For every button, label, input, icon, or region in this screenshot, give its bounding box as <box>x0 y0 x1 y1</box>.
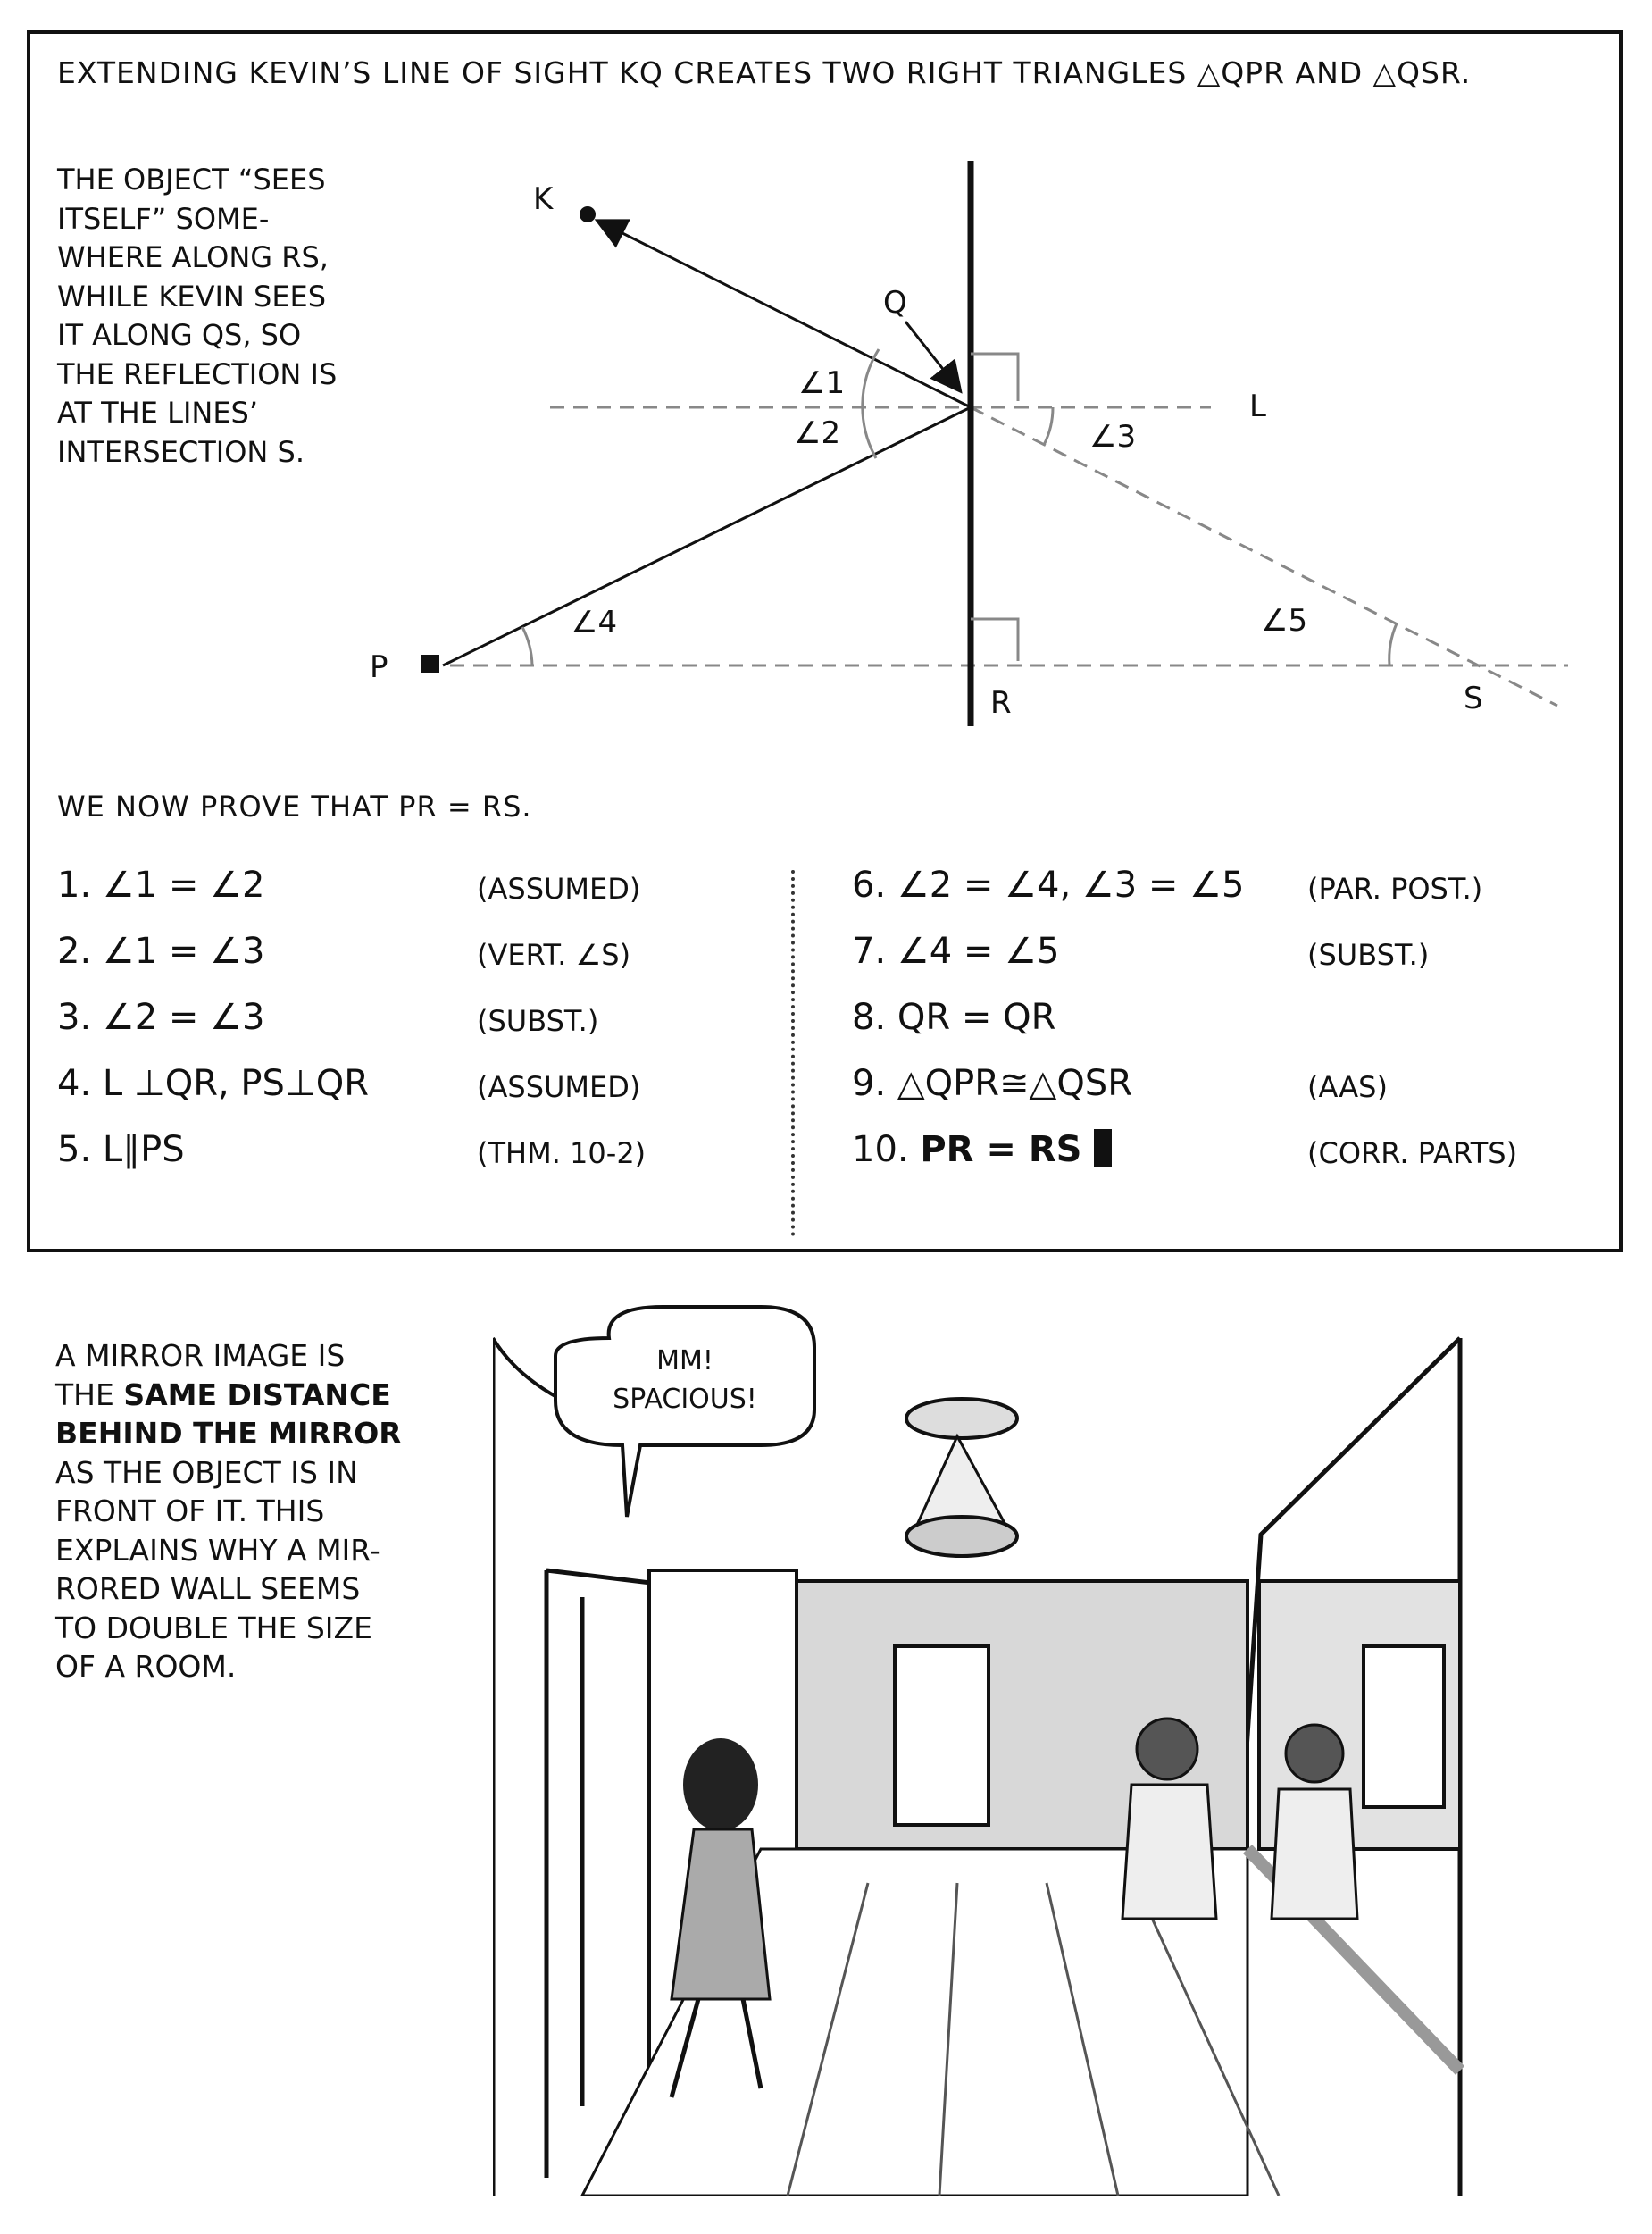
caption-line: front of it. This <box>55 1494 325 1528</box>
arc-angle-3 <box>1042 406 1055 446</box>
proof-step-number: 10. <box>852 1129 921 1170</box>
side-note-line: at the lines’ <box>57 396 259 430</box>
player-head <box>1135 1717 1199 1781</box>
proof-panel: Extending Kevin’s line of sight KQ creat… <box>27 30 1623 1252</box>
ceiling-lamp-base <box>905 1397 1019 1440</box>
girl-legs <box>669 1998 763 2098</box>
proof-conclusion: PR = RS <box>920 1129 1082 1170</box>
proof-reason: (Subst.) <box>477 1004 599 1038</box>
proof-divider <box>791 870 795 1236</box>
proof-reason: (Assumed) <box>477 1070 641 1104</box>
proof-step: 2. ∠1 = ∠3 <box>57 931 265 972</box>
mirror-caption: A mirror image is the same distance behi… <box>55 1336 430 1686</box>
side-note-line: while Kevin sees <box>57 279 327 314</box>
label-angle-2: ∠2 <box>794 415 840 451</box>
side-note-line: itself” some- <box>57 201 270 236</box>
proof-step: 6. ∠2 = ∠4, ∠3 = ∠5 <box>852 865 1245 906</box>
player-body <box>1121 1783 1218 1920</box>
side-note: The object “sees itself” some- where alo… <box>57 161 361 472</box>
arc-angle-1-2 <box>861 348 880 459</box>
point-p <box>421 655 439 673</box>
label-angle-5: ∠5 <box>1261 603 1307 639</box>
girl-body <box>670 1828 772 2001</box>
proof-reason: (Thm. 10-2) <box>477 1136 647 1170</box>
caption-line: to double the size <box>55 1610 372 1645</box>
arc-angle-4 <box>521 626 534 666</box>
caption-line: of a room. <box>55 1649 237 1684</box>
proof-step: 1. ∠1 = ∠2 <box>57 865 265 906</box>
side-note-line: the reflection is <box>57 356 338 391</box>
proof-step: 5. L∥PS <box>57 1129 185 1170</box>
player-reflection-body <box>1270 1787 1359 1920</box>
proof-step: 9. △QPR≅△QSR <box>852 1063 1132 1104</box>
player-reflection-head <box>1284 1723 1345 1784</box>
proof-step-final: 10. PR = RS <box>852 1129 1113 1170</box>
caption-emphasis: same distance <box>123 1376 391 1412</box>
line-qk <box>594 219 972 409</box>
side-note-line: intersection S. <box>57 434 305 469</box>
caption-emphasis: behind the mirror <box>55 1416 402 1451</box>
caption-line: the same distance <box>55 1376 430 1415</box>
label-r: R <box>990 685 1012 721</box>
speech-bubble-line: SPACIOUS! <box>613 1384 757 1415</box>
caption-line: A mirror image is <box>55 1338 346 1373</box>
side-note-line: where along RS, <box>57 240 329 274</box>
label-l: L <box>1249 389 1266 424</box>
floor-boards <box>786 1882 1281 2196</box>
line-qs-dashed <box>970 406 1558 707</box>
proof-reason: (AAS) <box>1307 1070 1388 1104</box>
geometry-diagram: K Q L P R S ∠1 ∠2 ∠3 ∠4 ∠5 <box>370 161 1568 726</box>
caption-text: the <box>55 1376 124 1412</box>
proof-step: 4. L ⊥QR, PS⊥QR <box>57 1063 370 1104</box>
right-angle-r <box>971 617 1020 661</box>
panel-heading: Extending Kevin’s line of sight KQ creat… <box>57 55 1472 90</box>
proof-reason: (Assumed) <box>477 872 641 906</box>
proof-step: 7. ∠4 = ∠5 <box>852 931 1060 972</box>
caption-line: explains why a mir- <box>55 1532 380 1568</box>
proof-step: 8. QR = QR <box>852 997 1056 1038</box>
label-q: Q <box>883 285 907 321</box>
point-k <box>580 206 596 222</box>
mirror-room-illustration: MM! SPACIOUS! <box>493 1305 1465 2196</box>
qed-mark <box>1094 1129 1113 1167</box>
arc-angle-5 <box>1388 623 1398 666</box>
window-mirrored <box>1362 1644 1446 1809</box>
label-s: S <box>1464 681 1483 716</box>
proof-reason: (Vert. ∠s) <box>477 938 631 972</box>
proof-reason: (Par. Post.) <box>1307 872 1483 906</box>
ceiling-lamp-shade <box>905 1515 1019 1558</box>
right-angle-q <box>971 352 1020 401</box>
proof-reason: (Corr. Parts) <box>1307 1136 1518 1170</box>
label-angle-3: ∠3 <box>1089 419 1136 455</box>
arrow-q <box>904 321 963 394</box>
line-qp <box>442 406 972 667</box>
girl-hair <box>683 1738 758 1831</box>
speech-bubble <box>554 1305 816 1518</box>
window <box>893 1644 990 1827</box>
caption-line: as the object is in <box>55 1454 358 1490</box>
speech-bubble-line: MM! <box>656 1345 713 1376</box>
side-note-line: The object “sees <box>57 163 326 197</box>
prove-statement: We now prove that PR = RS. <box>57 790 532 824</box>
caption-line: rored wall seems <box>55 1571 361 1606</box>
label-k: K <box>533 181 555 217</box>
side-note-line: it along QS, so <box>57 318 302 352</box>
label-angle-1: ∠1 <box>798 365 845 401</box>
label-angle-4: ∠4 <box>571 605 617 640</box>
proof-step: 3. ∠2 = ∠3 <box>57 997 265 1038</box>
proof-reason: (Subst.) <box>1307 938 1430 972</box>
label-p: P <box>370 649 388 685</box>
